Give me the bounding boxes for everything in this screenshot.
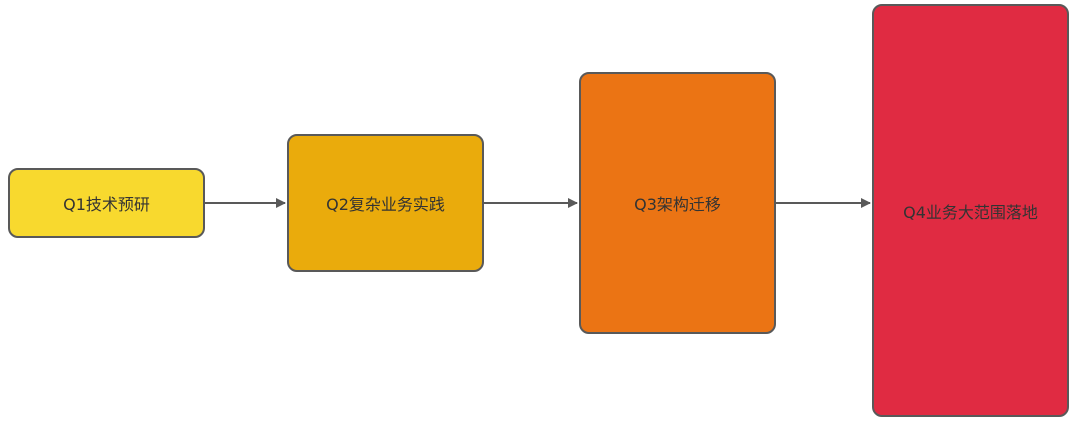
stage-q1-label: Q1技术预研 (63, 195, 150, 214)
stage-q1-box: Q1技术预研 (8, 168, 205, 238)
stage-q4-box: Q4业务大范围落地 (872, 4, 1069, 417)
stage-q3-label: Q3架构迁移 (634, 195, 721, 214)
stage-q4-label: Q4业务大范围落地 (903, 202, 1038, 222)
stage-q3-box: Q3架构迁移 (579, 72, 776, 334)
stage-q2-box: Q2复杂业务实践 (287, 134, 484, 272)
stage-q2-label: Q2复杂业务实践 (326, 195, 445, 214)
